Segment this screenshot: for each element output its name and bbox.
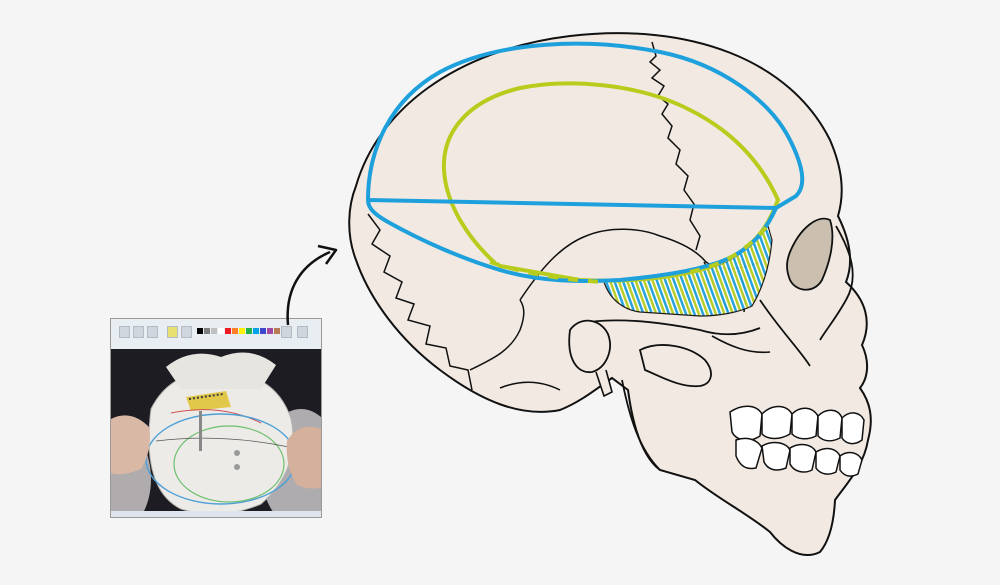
overlap-dashed-segment xyxy=(489,260,605,284)
toolbar-tool-icon xyxy=(281,326,292,338)
palette-swatch xyxy=(232,328,238,334)
palette-swatch xyxy=(218,328,224,334)
teeth xyxy=(729,405,865,477)
palette-swatch xyxy=(267,328,273,334)
toolbar-tool-icon xyxy=(147,326,158,338)
mandible-condyle xyxy=(638,344,712,388)
paint-status-bar xyxy=(111,511,321,517)
palette-swatch xyxy=(246,328,252,334)
skull-photo xyxy=(111,349,321,517)
overlap-dashed-segment-2 xyxy=(689,220,772,274)
skull-photo-inset xyxy=(110,318,322,518)
palette-swatch xyxy=(197,328,203,334)
zygomatic-line xyxy=(711,335,771,354)
palette-swatch xyxy=(225,328,231,334)
palette-swatch xyxy=(260,328,266,334)
zygomatic-arch xyxy=(589,319,761,336)
toolbar-tool-icon xyxy=(133,326,144,338)
paint-toolbar xyxy=(111,319,321,350)
cheek-line xyxy=(759,299,811,367)
toolbar-tool-icon xyxy=(297,326,308,338)
palette-swatch xyxy=(239,328,245,334)
toolbar-color-icon xyxy=(167,326,178,338)
eye-orbit xyxy=(786,217,834,291)
toolbar-tool-icon xyxy=(181,326,192,338)
ear-canal-region xyxy=(568,319,611,373)
palette-swatch xyxy=(274,328,280,334)
palette-swatch xyxy=(253,328,259,334)
pointer-arrow xyxy=(286,244,338,326)
toolbar-tool-icon xyxy=(119,326,130,338)
blue-contour xyxy=(365,41,805,283)
palette-swatch xyxy=(204,328,210,334)
nasal-line xyxy=(819,225,854,341)
mandible-ramus xyxy=(621,379,661,471)
palette-swatch xyxy=(211,328,217,334)
styloid-process xyxy=(595,369,613,398)
